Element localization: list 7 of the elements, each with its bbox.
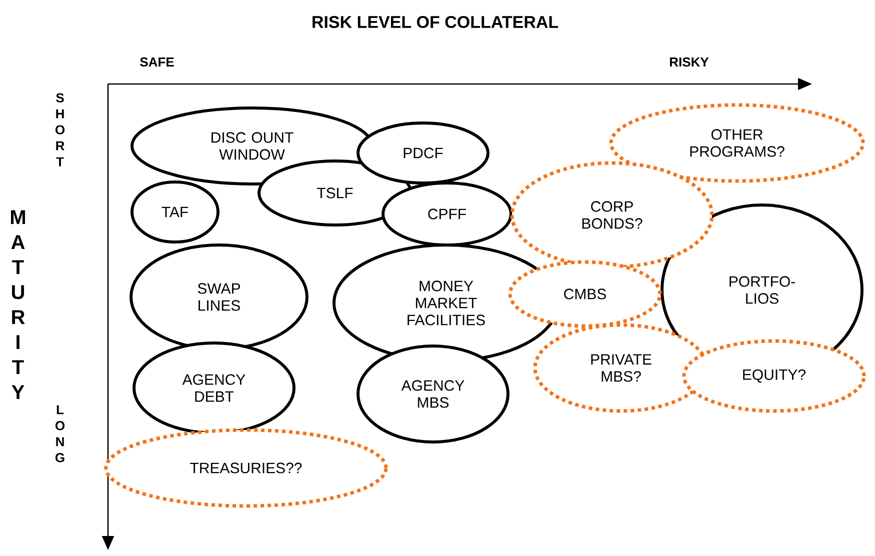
node-label: TREASURIES?? [190,462,302,474]
axis-end-label: SAFE [140,57,174,67]
axis-end-label: SHORT [55,93,65,166]
axis-title: MATURITY [11,210,25,399]
axis-title: RISK LEVEL OF COLLATERAL [312,16,558,28]
axis-end-label: RISKY [670,57,709,67]
axis-end-label: LONG [55,405,65,462]
